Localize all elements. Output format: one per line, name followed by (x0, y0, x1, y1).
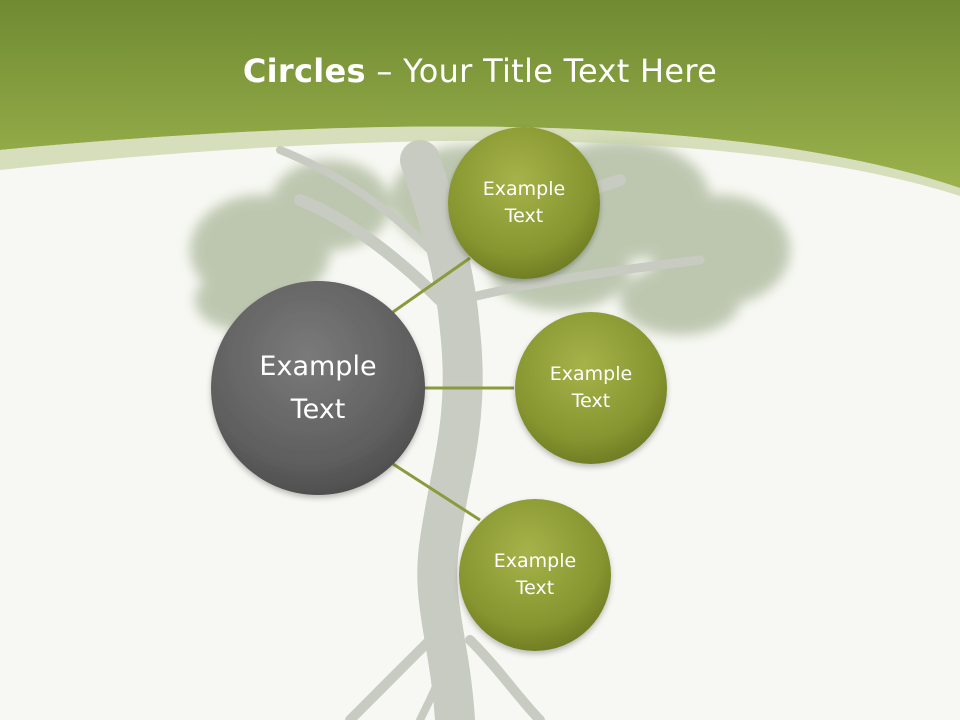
title-rest: – Your Title Text Here (365, 52, 718, 90)
node-3-line1: Example (493, 550, 577, 573)
node-1-line1: Example (482, 178, 566, 201)
node-label-1: Example Text (448, 127, 600, 279)
connector-line-1 (392, 256, 471, 314)
center-node-line2: Text (290, 394, 346, 425)
header-band (0, 0, 960, 188)
node-2-line1: Example (549, 363, 633, 386)
connector-lines (392, 256, 514, 522)
center-node-label: Example Text (211, 281, 425, 495)
node-label-2: Example Text (515, 312, 667, 464)
connector-line-3 (392, 462, 481, 522)
node-circle-2 (515, 312, 667, 464)
slide-title: Circles – Your Title Text Here (0, 52, 960, 90)
center-circle (211, 281, 425, 495)
node-label-3: Example Text (459, 499, 611, 651)
node-1-line2: Text (504, 205, 544, 227)
node-2-line2: Text (571, 390, 611, 412)
center-node-line1: Example (259, 350, 377, 382)
header-highlight (0, 126, 960, 196)
node-circle-1 (448, 127, 600, 279)
node-circle-3 (459, 499, 611, 651)
node-3-line2: Text (515, 577, 555, 599)
title-bold: Circles (242, 52, 366, 90)
